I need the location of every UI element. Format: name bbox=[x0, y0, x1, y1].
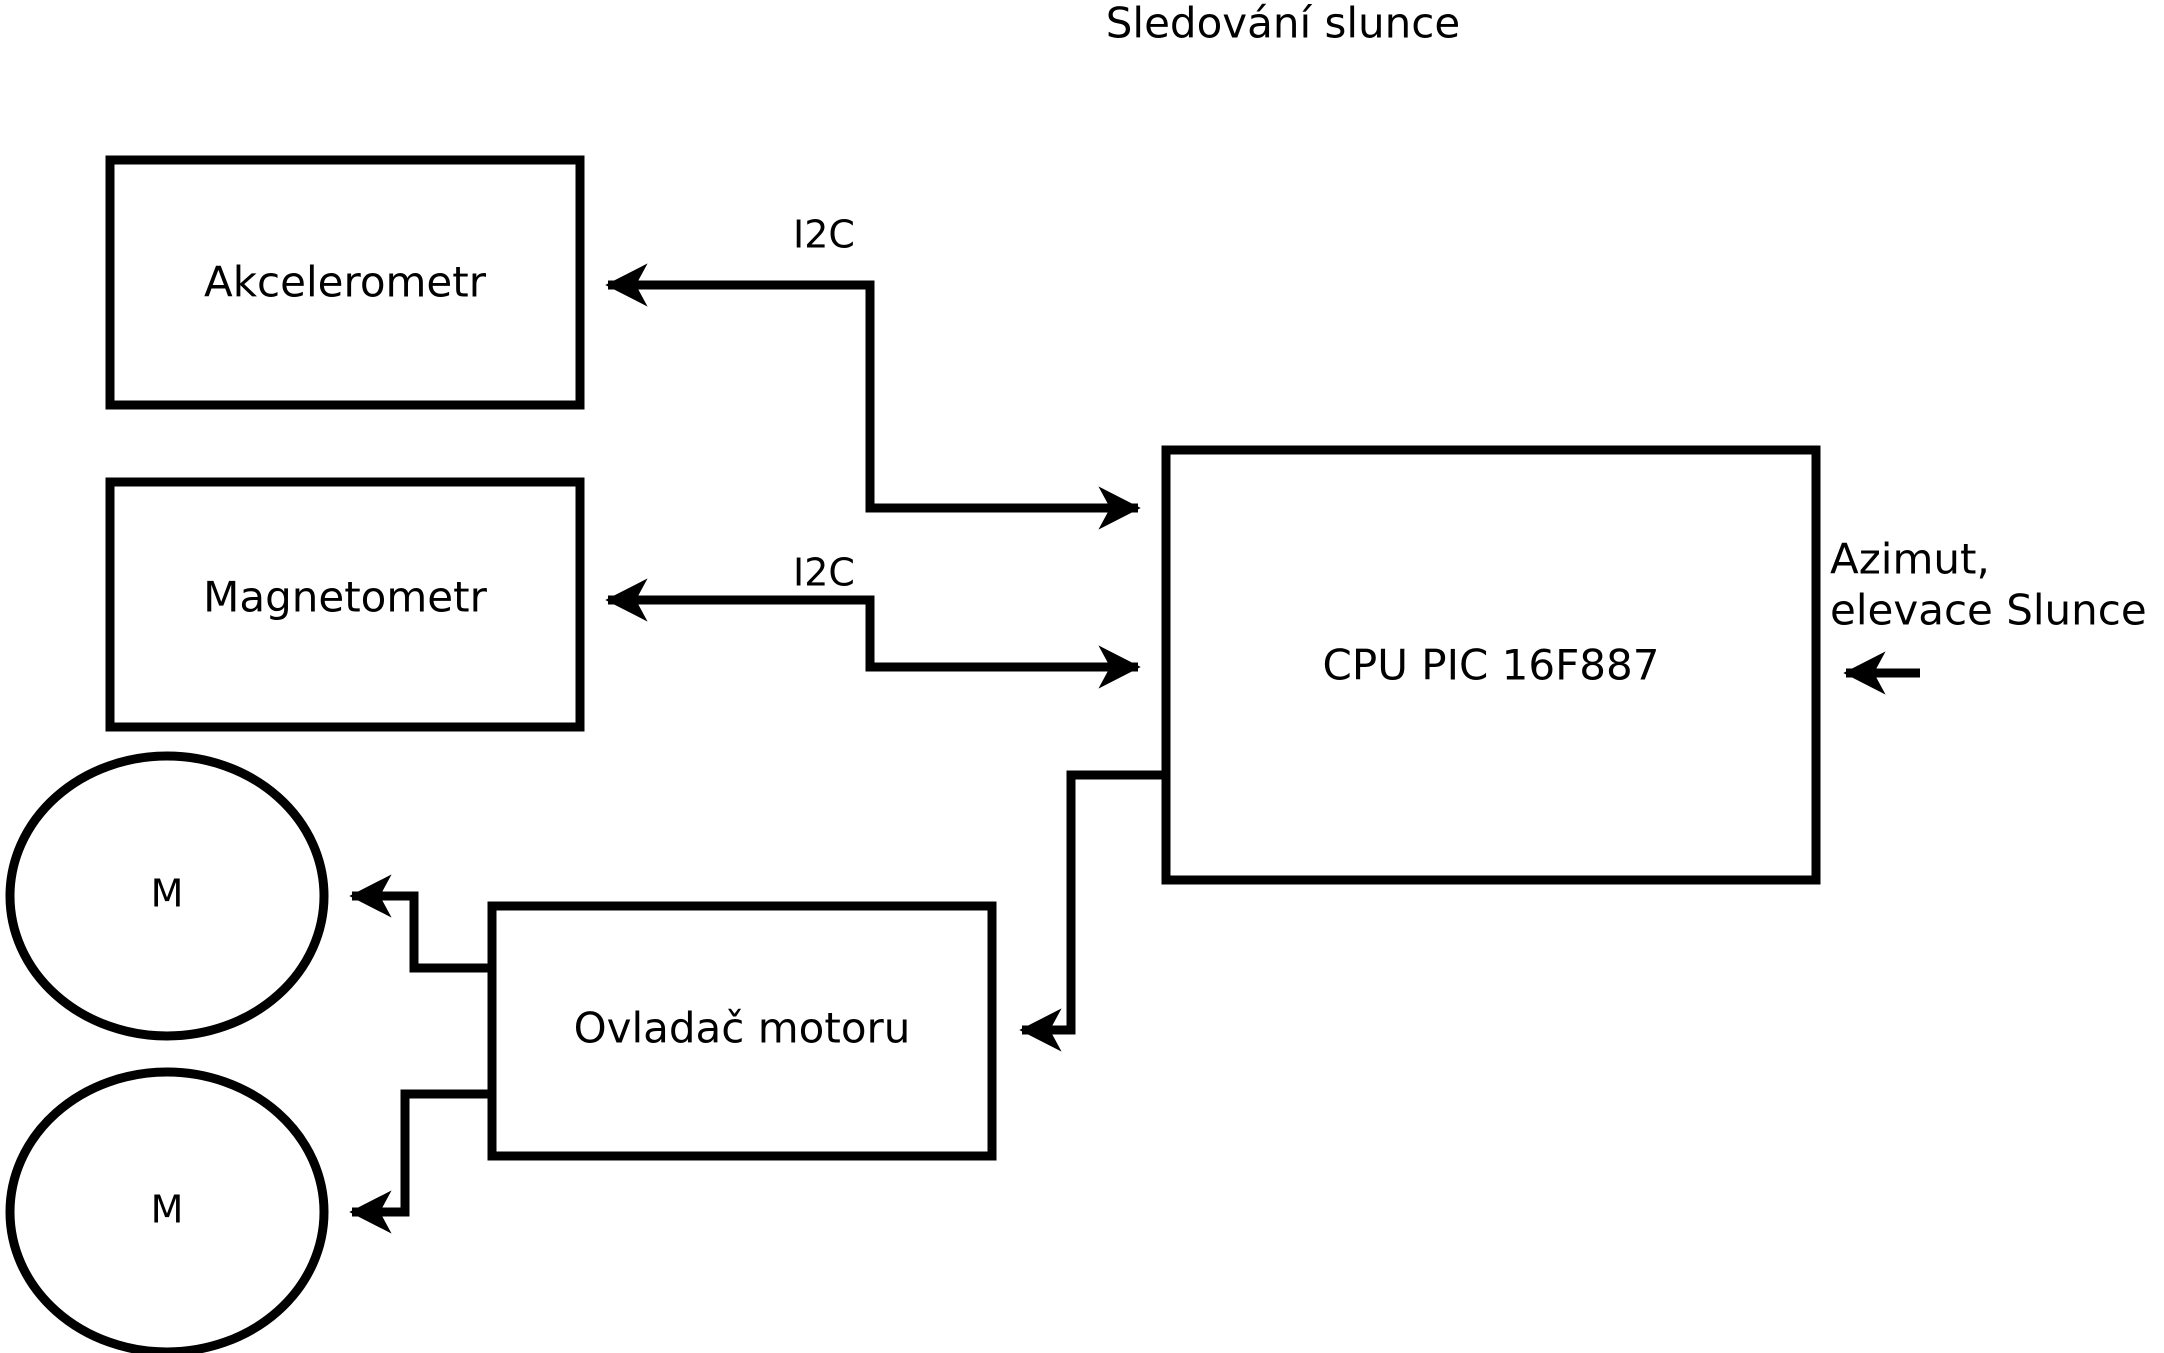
edge-label-magnetometer-i2c: I2C bbox=[793, 551, 855, 595]
node-magnetometer-label: Magnetometr bbox=[203, 573, 487, 622]
edge-accelerometer-to-cpu bbox=[865, 285, 1141, 530]
edge-motor-driver-to-motor-top bbox=[349, 874, 492, 973]
node-motor-bottom-label: M bbox=[151, 1188, 184, 1232]
edge-cpu-to-motor-driver bbox=[1019, 770, 1166, 1052]
node-motor-driver-label: Ovladač motoru bbox=[574, 1004, 911, 1053]
edge-magnetometer-to-cpu bbox=[865, 600, 1141, 689]
node-motor-top[interactable] bbox=[5, 751, 329, 1041]
node-magnetometer[interactable] bbox=[105, 477, 585, 732]
node-motor-bottom[interactable] bbox=[5, 1067, 329, 1353]
node-motor-top-label: M bbox=[151, 872, 184, 916]
node-accelerometer-label: Akcelerometr bbox=[204, 258, 487, 307]
node-motor-driver[interactable] bbox=[487, 901, 997, 1161]
sun-input-label-line2: elevace Slunce bbox=[1830, 586, 2147, 635]
edge-cpu-to-accelerometer bbox=[605, 263, 875, 508]
node-accelerometer[interactable] bbox=[105, 155, 585, 410]
edge-label-accelerometer-i2c: I2C bbox=[793, 213, 855, 257]
diagram-title: Sledování slunce bbox=[1106, 0, 1460, 48]
sun-input-label-line1: Azimut, bbox=[1830, 535, 1990, 584]
node-cpu-label: CPU PIC 16F887 bbox=[1323, 641, 1660, 690]
edge-motor-driver-to-motor-bottom bbox=[349, 1089, 492, 1234]
node-cpu[interactable] bbox=[1161, 445, 1821, 885]
edge-cpu-to-magnetometer bbox=[605, 578, 875, 667]
